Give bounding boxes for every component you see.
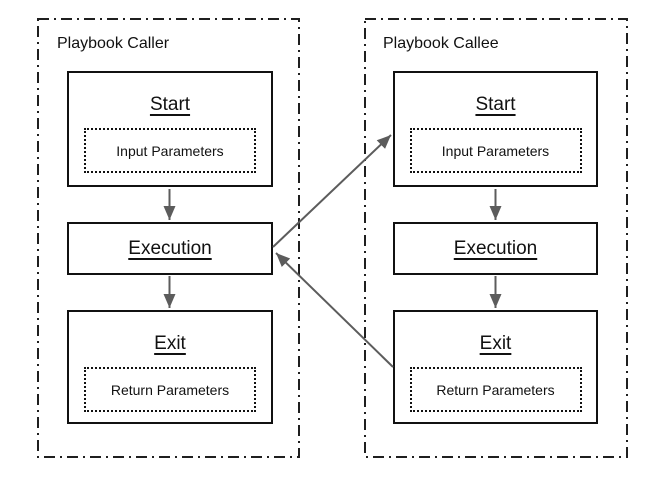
caller-input-parameters-box: Input Parameters bbox=[84, 128, 256, 173]
callee-exit-node: Exit Return Parameters bbox=[393, 310, 598, 424]
caller-start-node: Start Input Parameters bbox=[67, 71, 273, 187]
caller-return-parameters-box: Return Parameters bbox=[84, 367, 256, 412]
caller-group-border bbox=[37, 18, 300, 458]
callee-execution-title: Execution bbox=[453, 237, 538, 259]
caller-start-title: Start bbox=[149, 94, 191, 115]
callee-group-title: Playbook Callee bbox=[383, 35, 499, 52]
callee-start-title: Start bbox=[475, 94, 516, 115]
caller-exit-node: Exit Return Parameters bbox=[67, 310, 273, 424]
callee-return-parameters-box: Return Parameters bbox=[409, 367, 582, 412]
callee-input-parameters-box: Input Parameters bbox=[409, 128, 582, 173]
caller-group-title: Playbook Caller bbox=[57, 35, 170, 52]
caller-exit-title: Exit bbox=[154, 333, 186, 354]
callee-exit-title: Exit bbox=[479, 333, 512, 354]
callee-execution-node: Execution bbox=[393, 222, 598, 275]
caller-execution-title: Execution bbox=[128, 237, 212, 259]
callee-start-node: Start Input Parameters bbox=[393, 71, 598, 187]
caller-execution-node: Execution bbox=[67, 222, 273, 275]
